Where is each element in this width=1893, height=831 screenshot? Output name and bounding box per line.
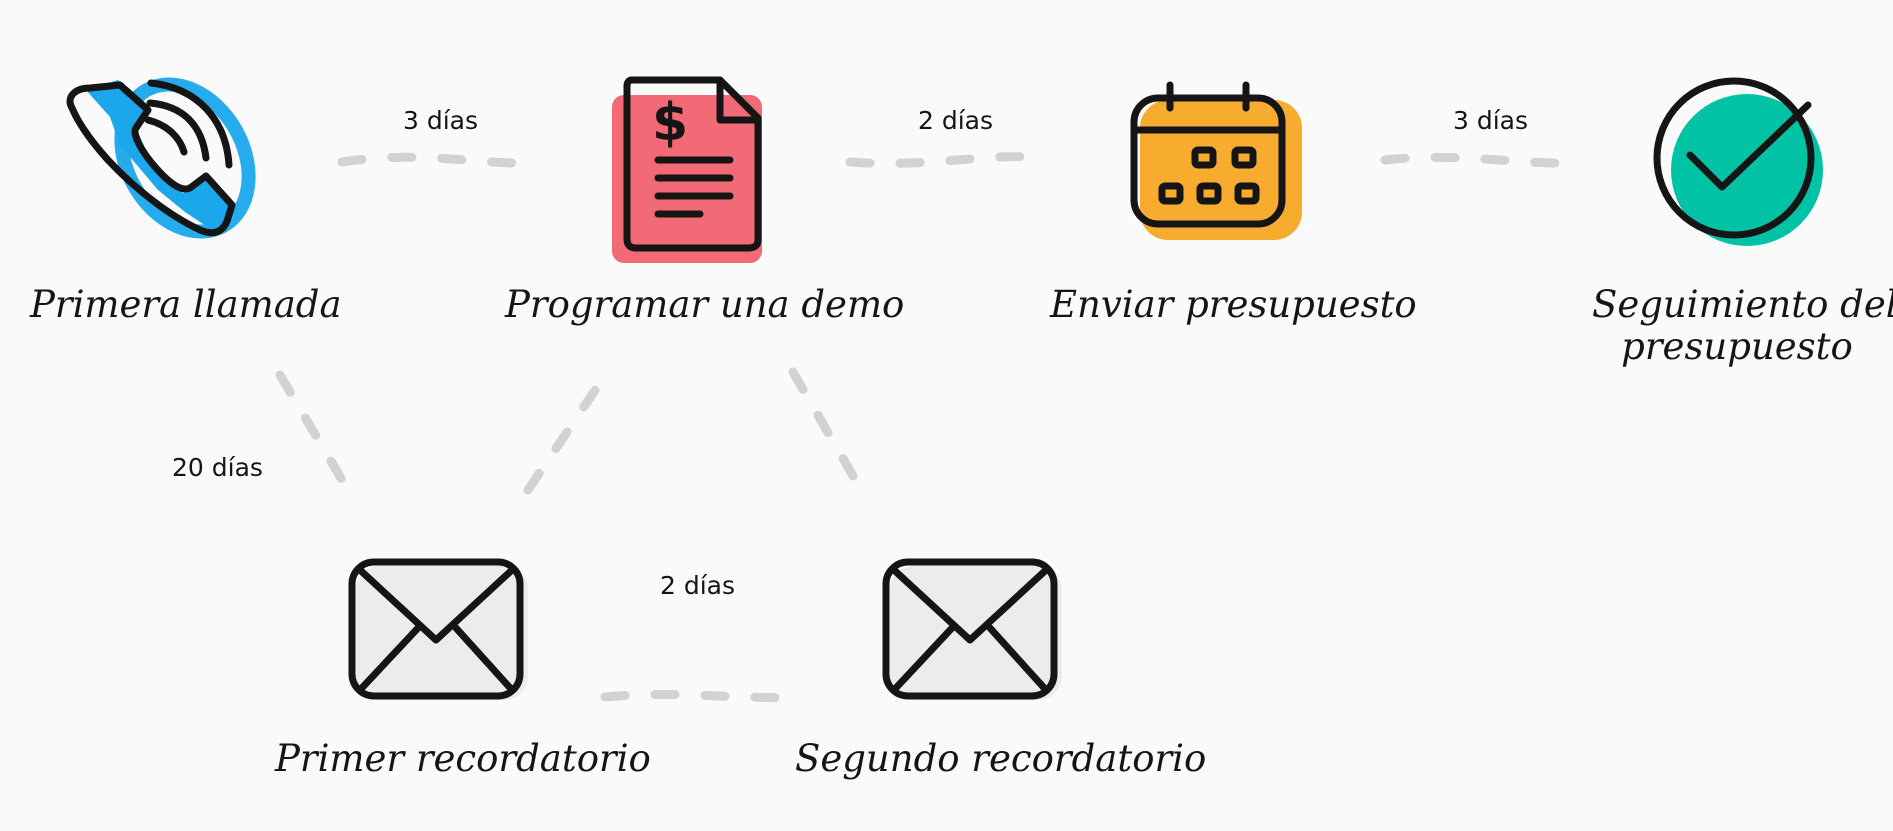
calendar-icon xyxy=(1130,81,1302,240)
envelope-icon xyxy=(882,558,1062,700)
connectors xyxy=(275,152,1585,703)
node-label-seguimiento: Seguimiento del presupuesto xyxy=(1592,283,1893,368)
node-label-primera-llamada: Primera llamada xyxy=(30,283,342,326)
node-label-segundo-recordatorio: Segundo recordatorio xyxy=(795,737,1207,780)
connector-primer-segundo xyxy=(600,689,805,703)
svg-text:$: $ xyxy=(652,93,688,153)
connector-llamada-primer xyxy=(275,370,353,495)
check-circle-icon xyxy=(1653,77,1823,246)
edge-label-presupuesto-seguimiento: 3 días xyxy=(1453,106,1529,135)
envelope-icon xyxy=(348,558,528,700)
edge-label-llamada-demo: 3 días xyxy=(403,106,479,135)
connector-demo-segundo xyxy=(788,367,865,493)
node-label-enviar-presupuesto: Enviar presupuesto xyxy=(1050,283,1417,326)
connector-demo-presupuesto xyxy=(845,152,1050,168)
edge-label-demo-presupuesto: 2 días xyxy=(918,106,994,135)
connector-llamada-demo xyxy=(337,152,540,168)
connector-presupuesto-seguimiento xyxy=(1380,152,1585,168)
node-label-seguimiento-line-1: Seguimiento del xyxy=(1592,283,1893,326)
node-label-programar-demo: Programar una demo xyxy=(505,283,905,326)
node-label-seguimiento-line-2: presupuesto xyxy=(1621,325,1853,368)
invoice-document-icon: $ xyxy=(612,76,762,263)
node-label-primer-recordatorio: Primer recordatorio xyxy=(275,737,651,780)
edge-label-primer-segundo: 2 días xyxy=(660,571,736,600)
connector-primer-demo xyxy=(523,375,607,495)
edge-label-llamada-primer: 20 días xyxy=(172,453,263,482)
phone-icon xyxy=(66,77,256,239)
